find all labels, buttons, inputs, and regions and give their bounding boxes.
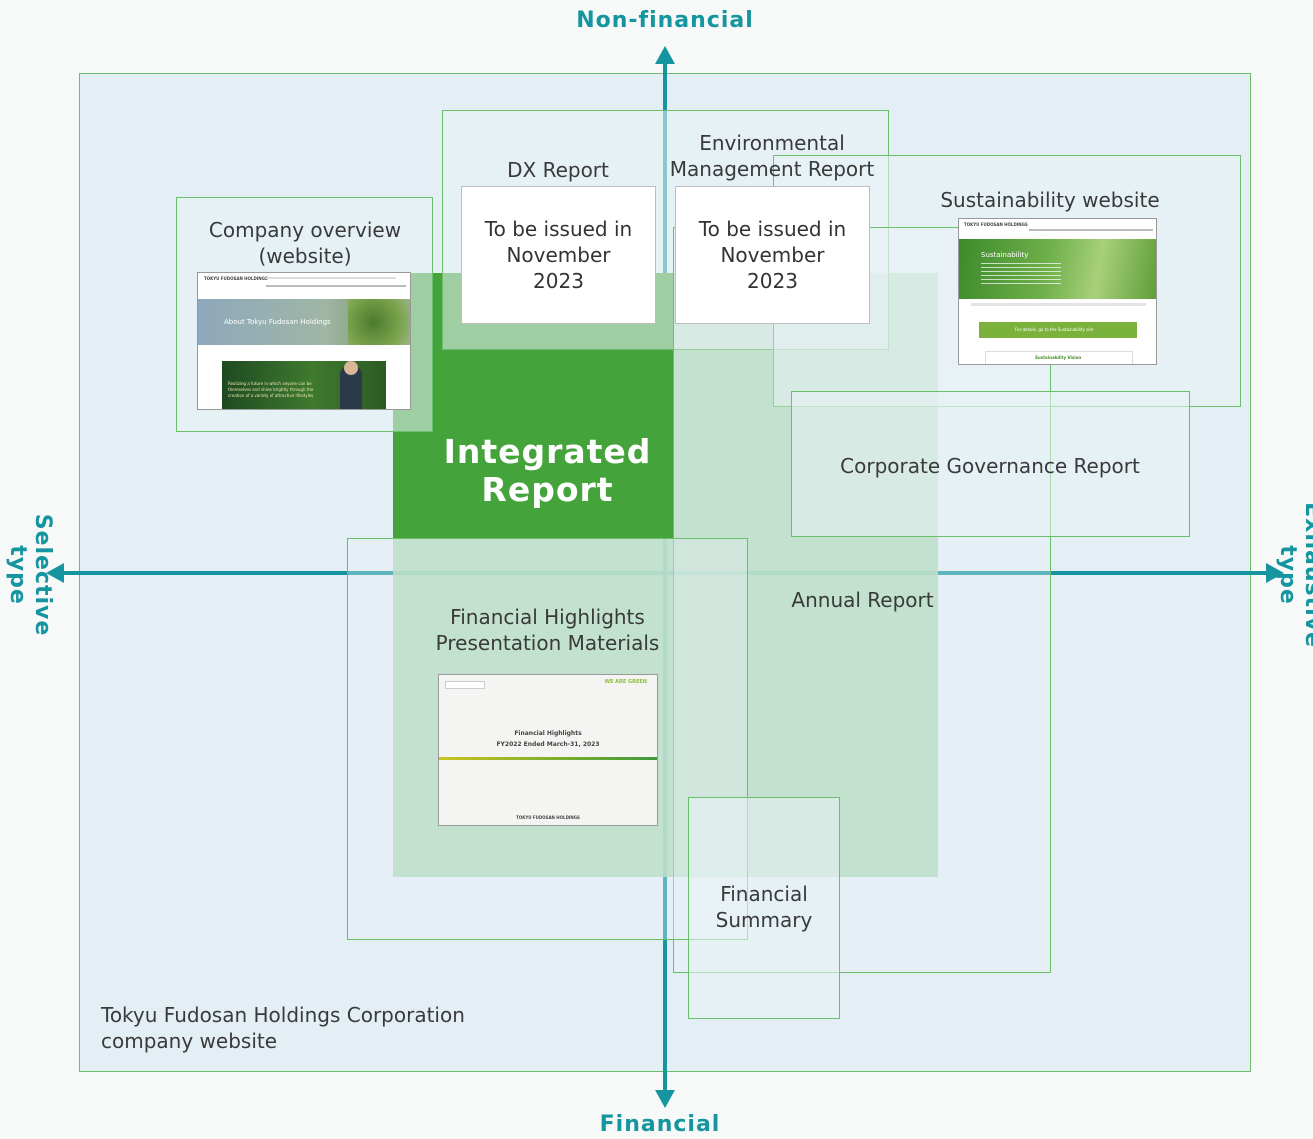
fh-brand: TOKYU FUDOSAN HOLDINGS	[516, 815, 580, 820]
financial-summary-label: Financial Summary	[715, 882, 813, 932]
sustain-brand: TOKYU FUDOSAN HOLDINGS	[964, 222, 1028, 227]
dx-report-label: DX Report	[507, 158, 609, 182]
financial-highlights-thumbnail: WE ARE GREEN Financial Highlights FY2022…	[438, 674, 658, 826]
dx-report-card: To be issued in November 2023	[461, 186, 656, 324]
environmental-report-label: Environmental Management Report	[669, 131, 875, 181]
overview-brand: TOKYU FUDOSAN HOLDINGS	[204, 276, 268, 281]
overview-title: About Tokyu Fudosan Holdings	[224, 318, 331, 326]
fh-tag: WE ARE GREEN	[604, 679, 647, 685]
arrow-up-icon	[655, 46, 675, 64]
governance-box	[791, 391, 1190, 537]
financial-highlights-label: Financial Highlights Presentation Materi…	[435, 605, 660, 655]
fh-subtitle: FY2022 Ended March-31, 2023	[496, 741, 600, 748]
company-overview-label: Company overview (website)	[208, 218, 402, 268]
axis-label-left: Selective type	[5, 513, 55, 637]
environmental-report-card: To be issued in November 2023	[675, 186, 870, 324]
sustain-button: For details, go to the Sustainability si…	[1015, 327, 1094, 332]
annual-report-label: Annual Report	[791, 588, 934, 612]
company-overview-thumbnail: TOKYU FUDOSAN HOLDINGS About Tokyu Fudos…	[197, 272, 411, 410]
governance-label: Corporate Governance Report	[840, 454, 1140, 478]
axis-label-top: Non-financial	[576, 8, 754, 33]
sustain-vision: Sustainability Vision	[1035, 355, 1082, 360]
environmental-status-text: To be issued in November 2023	[698, 217, 847, 293]
arrow-right-icon	[1266, 563, 1284, 583]
sustainability-label: Sustainability website	[940, 188, 1160, 212]
dx-status-text: To be issued in November 2023	[484, 217, 633, 293]
arrow-left-icon	[46, 563, 64, 583]
sustainability-thumbnail: TOKYU FUDOSAN HOLDINGS Sustainability Fo…	[958, 218, 1157, 365]
company-website-label: Tokyu Fudosan Holdings Corporation compa…	[101, 1003, 465, 1053]
fh-title: Financial Highlights	[514, 730, 582, 737]
arrow-down-icon	[655, 1090, 675, 1108]
sustain-title: Sustainability	[981, 251, 1029, 259]
axis-label-bottom: Financial	[599, 1112, 721, 1137]
overview-text: Realizing a future in which anyone can b…	[228, 381, 314, 398]
financial-summary-box	[688, 797, 840, 1019]
integrated-report-label: Integrated Report	[443, 432, 652, 509]
axis-label-right: Exhaustive type	[1275, 502, 1313, 648]
